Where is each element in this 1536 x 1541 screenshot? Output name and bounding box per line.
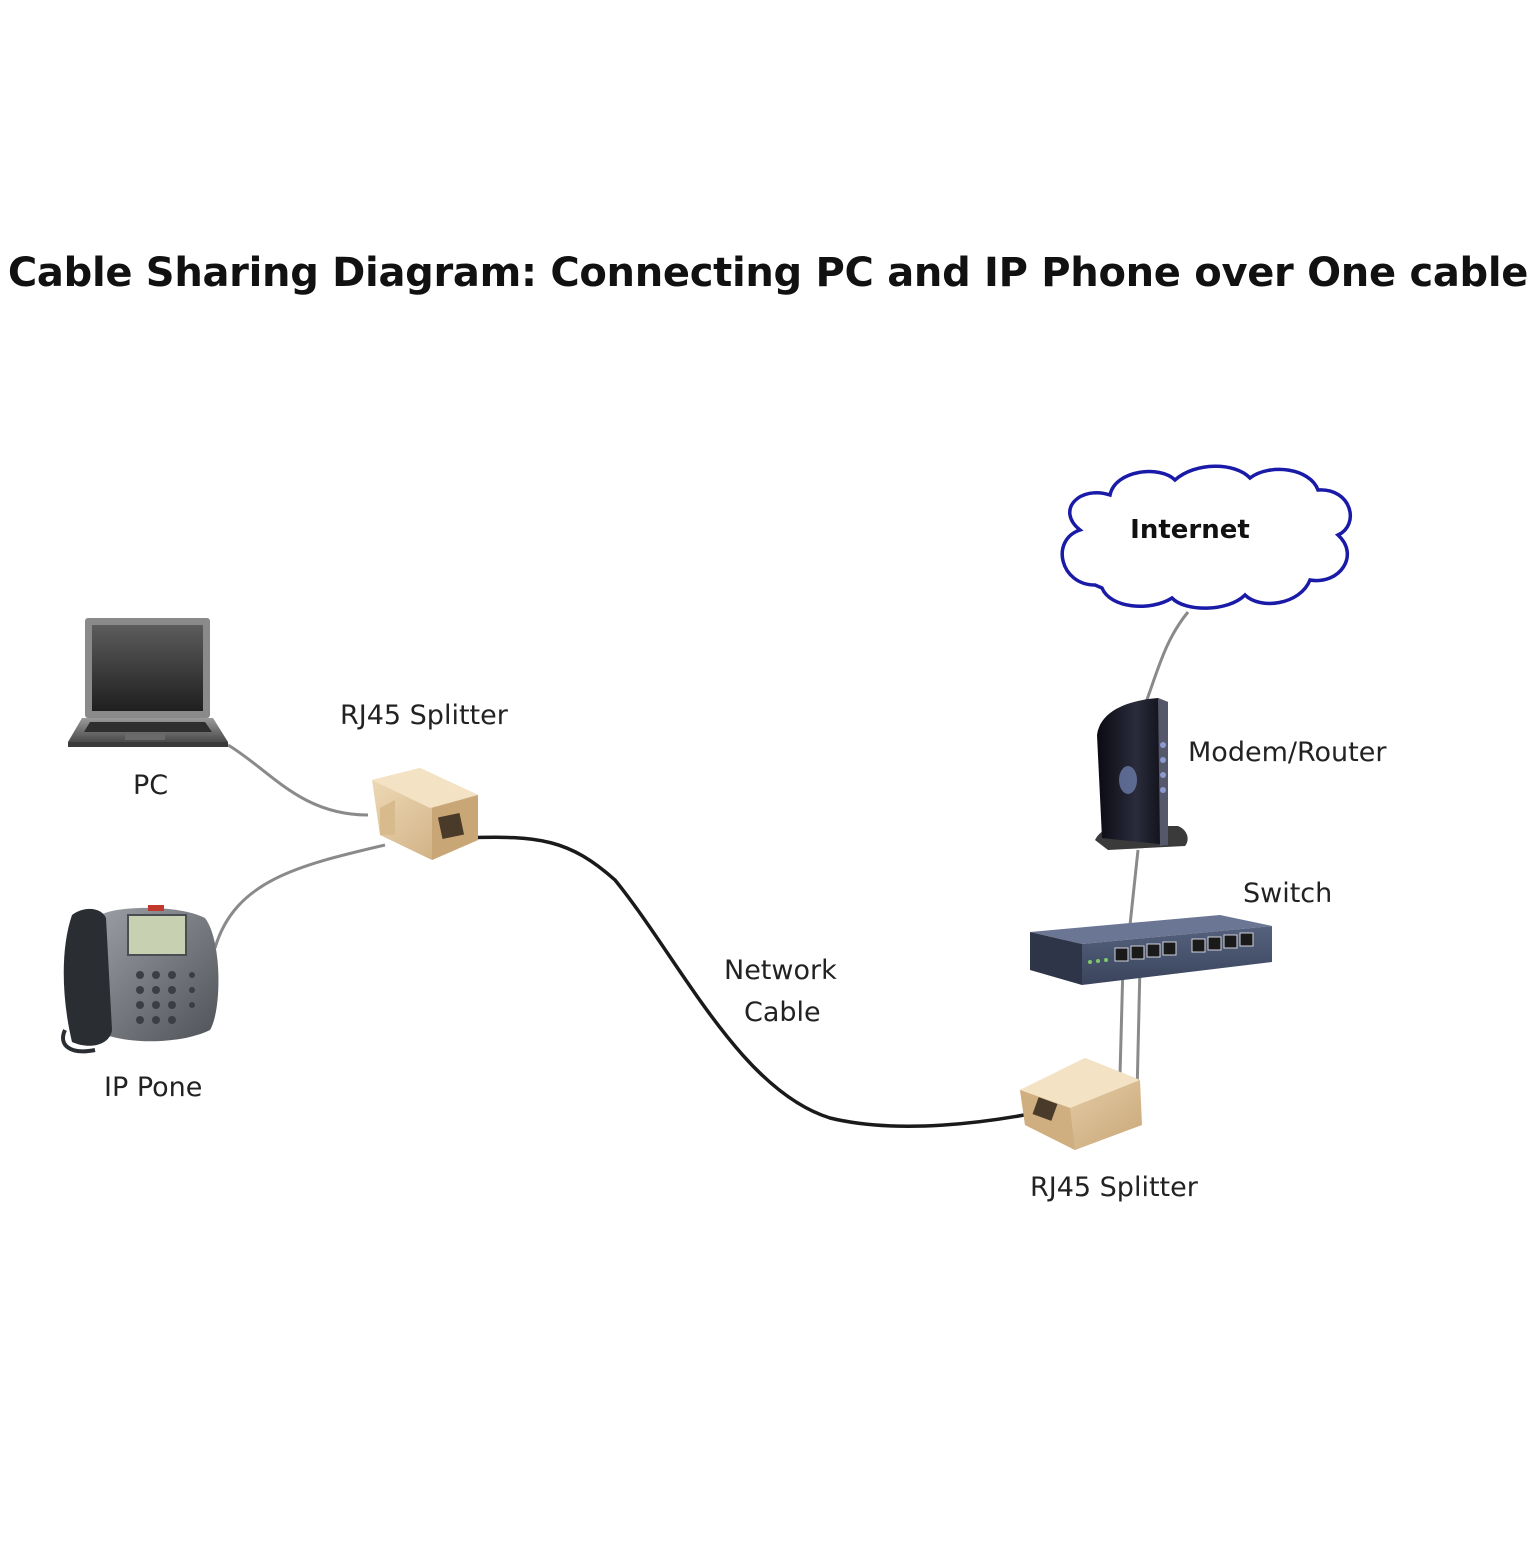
rj45-splitter-right-label: RJ45 Splitter bbox=[1030, 1172, 1198, 1203]
pc-patch-cable bbox=[227, 743, 369, 817]
cables bbox=[213, 611, 1190, 1128]
internet-modem-cable bbox=[1143, 611, 1190, 706]
switch-splitter-cable-1 bbox=[1118, 964, 1125, 1076]
phone-patch-cable bbox=[213, 843, 386, 949]
ip-phone-label: IP Pone bbox=[104, 1072, 203, 1103]
pc-label: PC bbox=[133, 770, 169, 801]
modem-router-label: Modem/Router bbox=[1188, 737, 1387, 768]
rj45-splitter-left-label: RJ45 Splitter bbox=[340, 700, 508, 731]
internet-label: Internet bbox=[1130, 515, 1250, 545]
network-cable-label-line2: Cable bbox=[744, 997, 821, 1028]
switch-splitter-cable-2 bbox=[1135, 964, 1142, 1096]
network-cable bbox=[464, 835, 1041, 1128]
rj45-splitter-icon-left bbox=[372, 768, 478, 860]
network-switch-icon bbox=[1030, 915, 1272, 985]
cloud-icon bbox=[1060, 464, 1353, 610]
modem-switch-cable bbox=[1128, 849, 1140, 926]
diagram-title: Cable Sharing Diagram: Connecting PC and… bbox=[7, 250, 1529, 296]
laptop-icon bbox=[68, 618, 228, 747]
switch-label: Switch bbox=[1243, 878, 1333, 909]
rj45-splitter-icon-right bbox=[1020, 1058, 1142, 1150]
modem-router-icon bbox=[1095, 698, 1188, 850]
network-cable-label-line1: Network bbox=[724, 955, 837, 986]
ip-phone-icon bbox=[61, 905, 219, 1054]
